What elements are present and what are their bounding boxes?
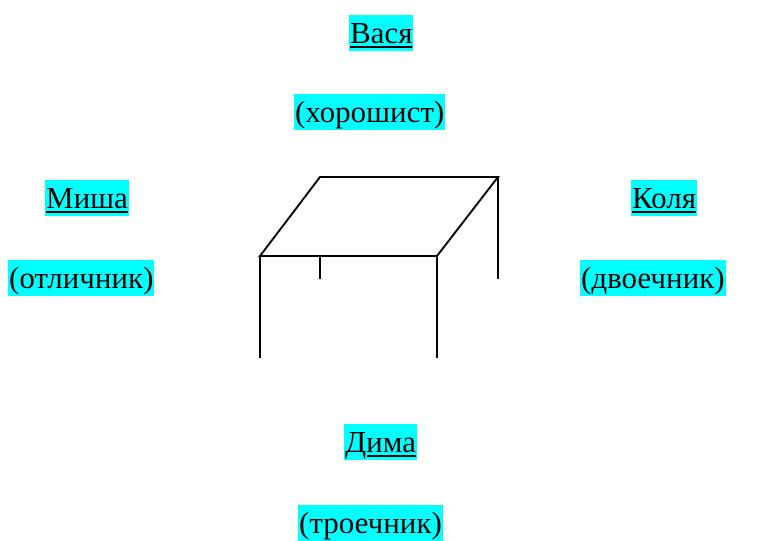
student-name-bottom: Дима	[344, 424, 417, 460]
student-grade-top: (хорошист)	[294, 94, 446, 130]
student-name-left: Миша	[45, 180, 129, 216]
student-name-top: Вася	[349, 15, 414, 51]
table-top	[257, 176, 501, 257]
student-grade-bottom: (троечник)	[298, 505, 443, 541]
student-name-right: Коля	[631, 180, 697, 216]
student-grade-left: (отличник)	[8, 260, 155, 296]
student-grade-right: (двоечник)	[580, 260, 726, 296]
